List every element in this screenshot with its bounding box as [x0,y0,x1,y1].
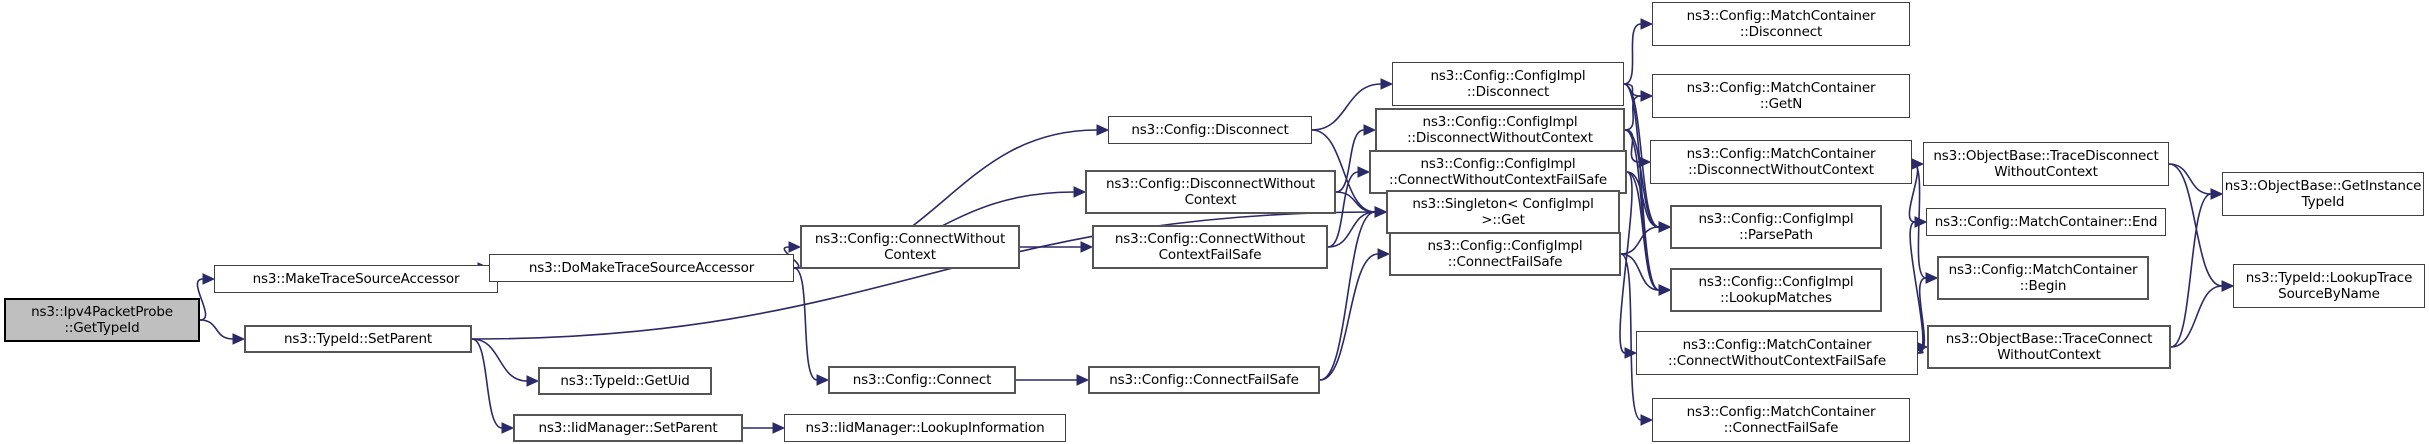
edge-line [1619,171,1633,354]
edge-arrowhead [1658,221,1672,233]
edge-arrowhead [1624,347,1638,359]
graph-node[interactable]: ns3::Config::MatchContainer ::Disconnect… [1650,140,1912,184]
edge-line [1620,226,1660,255]
graph-node[interactable]: ns3::IidManager::LookupInformation [784,414,1066,442]
edge-arrowhead [2221,280,2235,292]
edge-arrowhead [2210,188,2224,200]
edge-arrowhead [1357,166,1371,178]
edge-arrowhead [1658,221,1672,233]
edge-line [1624,95,1642,131]
edge-line [2168,163,2212,195]
graph-node[interactable]: ns3::Config::MatchContainer ::Disconnect [1652,2,1910,46]
edge-arrowhead [1658,221,1672,233]
edge-arrowhead [1374,206,1388,218]
edge-arrowhead [1658,284,1672,296]
graph-node[interactable]: ns3::Config::Connect [828,366,1016,394]
edge-line [1623,23,1642,85]
edge-arrowhead [1096,124,1110,136]
edge-line [793,267,818,381]
edge-arrowhead [1640,414,1654,426]
graph-node[interactable]: ns3::Ipv4PacketProbe ::GetTypeId [4,298,200,342]
graph-node[interactable]: ns3::ObjectBase::TraceDisconnect Without… [1923,142,2169,186]
edge-arrowhead [772,422,786,434]
edge-arrowhead [1658,284,1672,296]
edge-line [2170,193,2212,348]
graph-node[interactable]: ns3::Config::Disconnect [1108,116,1312,144]
edge-arrowhead [1080,241,1094,253]
edge-line [1319,253,1379,381]
edge-line [471,338,528,382]
edge-arrowhead [1914,216,1928,228]
graph-node[interactable]: ns3::Config::ConfigImpl ::LookupMatches [1670,268,1882,312]
edge-arrowhead [526,375,540,387]
edge-line [2168,163,2223,287]
graph-node[interactable]: ns3::Config::ConfigImpl ::ConnectWithout… [1369,150,1627,194]
graph-node[interactable]: ns3::Config::MatchContainer ::GetN [1652,74,1910,118]
edge-arrowhead [501,422,515,434]
graph-node[interactable]: ns3::TypeId::GetUid [538,367,712,395]
graph-node[interactable]: ns3::Config::ConnectFailSafe [1088,366,1320,394]
edge-arrowhead [788,241,802,253]
edge-line [1623,83,1642,97]
edge-arrowhead [1658,221,1672,233]
graph-node[interactable]: ns3::ObjectBase::GetInstance TypeId [2222,172,2424,216]
graph-node[interactable]: ns3::Config::MatchContainer ::Begin [1937,256,2149,300]
edge-arrowhead [1658,284,1672,296]
edge-arrowhead [232,333,246,345]
edge-arrowhead [1380,78,1394,90]
edge-arrowhead [1658,284,1672,296]
edge-line [471,338,503,429]
graph-node[interactable]: ns3::Config::ConnectWithout ContextFailS… [1092,225,1328,269]
edge-arrowhead [1911,158,1925,170]
graph-node[interactable]: ns3::ObjectBase::TraceConnect WithoutCon… [1927,325,2171,369]
graph-node[interactable]: ns3::Config::ConnectWithout Context [800,225,1020,269]
edge-arrowhead [1374,206,1388,218]
graph-node[interactable]: ns3::TypeId::SetParent [244,325,472,353]
edge-line [1319,211,1376,381]
edge-arrowhead [1640,18,1654,30]
graph-node[interactable]: ns3::TypeId::LookupTrace SourceByName [2233,264,2425,308]
graph-node[interactable]: ns3::Config::MatchContainer ::ConnectFai… [1652,398,1910,442]
edge-arrowhead [1076,374,1090,386]
edge-arrowhead [1925,272,1939,284]
graph-node[interactable]: ns3::Config::DisconnectWithout Context [1085,170,1336,214]
graph-node[interactable]: ns3::Config::ConfigImpl ::ParsePath [1670,205,1882,249]
edge-arrowhead [1363,124,1377,136]
edge-arrowhead [816,374,830,386]
edge-line [2170,285,2223,348]
edge-line [1620,253,1660,291]
graph-node[interactable]: ns3::Singleton< ConfigImpl >::Get [1386,190,1620,234]
edge-arrowhead [1377,248,1391,260]
edge-line [1311,83,1382,131]
edge-arrowhead [1374,206,1388,218]
graph-node[interactable]: ns3::DoMakeTraceSourceAccessor [489,254,794,282]
graph-node[interactable]: ns3::IidManager::SetParent [513,414,743,442]
edge-arrowhead [1374,206,1388,218]
edge-line [1335,129,1365,193]
edge-line [1335,191,1376,213]
graph-node[interactable]: ns3::Config::MatchContainer::End [1926,208,2166,236]
edge-arrowhead [2221,280,2235,292]
edge-arrowhead [202,273,216,285]
edge-line [199,319,234,340]
edge-arrowhead [1073,186,1087,198]
edge-arrowhead [1925,272,1939,284]
graph-node[interactable]: ns3::Config::ConfigImpl ::Disconnect [1392,62,1624,106]
edge-line [1917,277,1927,354]
graph-node[interactable]: ns3::Config::MatchContainer ::ConnectWit… [1636,331,1918,375]
edge-line [1624,129,1640,163]
edge-arrowhead [1374,206,1388,218]
edge-line [1327,211,1376,248]
edge-arrowhead [1914,216,1928,228]
edge-arrowhead [2210,188,2224,200]
graph-node[interactable]: ns3::MakeTraceSourceAccessor [214,265,498,293]
edge-line [1626,171,1660,291]
edge-arrowhead [1640,90,1654,102]
edge-arrowhead [1638,156,1652,168]
edge-arrowhead [1640,90,1654,102]
graph-node[interactable]: ns3::Config::ConfigImpl ::ConnectFailSaf… [1389,232,1621,276]
graph-node[interactable]: ns3::Config::ConfigImpl ::DisconnectWith… [1375,108,1625,152]
